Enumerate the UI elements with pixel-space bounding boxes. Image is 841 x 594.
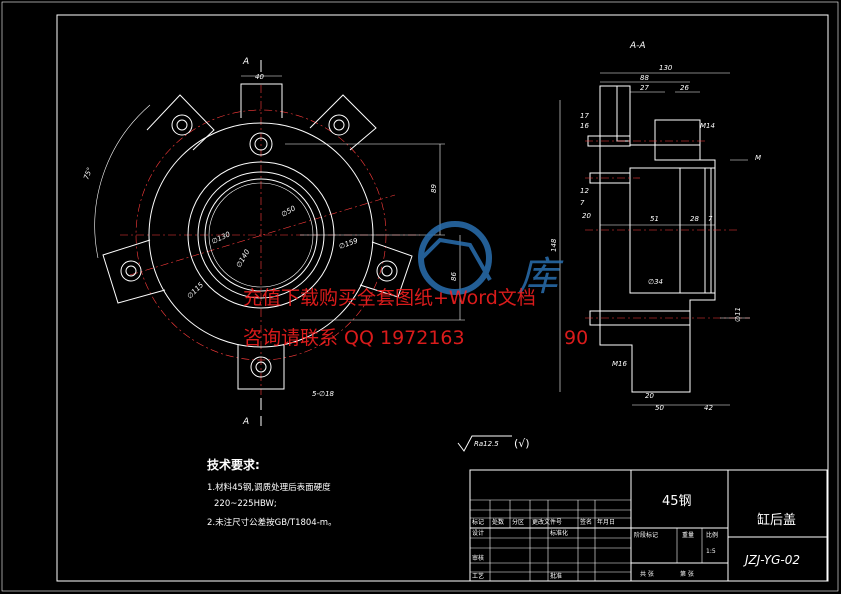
title-block-border bbox=[469, 469, 828, 582]
dim-27: 27 bbox=[640, 84, 649, 92]
dim-42: 42 bbox=[704, 404, 713, 412]
tb-drawing-number: JZJ-YG-02 bbox=[743, 553, 800, 567]
dim-angle-75: 75° bbox=[82, 166, 94, 180]
dim-m16: M16 bbox=[612, 360, 627, 368]
tech-title: 技术要求: bbox=[207, 457, 260, 472]
dim-28: 28 bbox=[690, 215, 699, 223]
section-body-hatched bbox=[599, 85, 716, 393]
dim-dia-140: ∅140 bbox=[235, 248, 252, 269]
section-upper-pocket bbox=[654, 119, 701, 161]
section-arrow-label-bottom: A bbox=[242, 417, 249, 427]
lug-right bbox=[359, 241, 413, 298]
dim-dia-159: ∅159 bbox=[338, 237, 360, 251]
tb-sheet-number: 第 张 bbox=[680, 570, 694, 578]
tb-scale-value: 1:5 bbox=[706, 548, 716, 555]
tb-sheets-total: 共 张 bbox=[640, 570, 654, 578]
section-view-a-a: A-A 130 88 27 26 17 16 bbox=[550, 41, 761, 412]
lug-upper-left bbox=[146, 94, 215, 151]
title-block: 标记 处数 分区 更改文件号 签名 年月日 设计 标准化 审核 工艺 批准 阶段… bbox=[469, 469, 828, 582]
watermark-logo: 库 bbox=[418, 221, 564, 300]
dim-m14: ∅34 bbox=[648, 278, 663, 286]
dim-88: 88 bbox=[640, 74, 649, 82]
dim-dia-50: ∅50 bbox=[280, 204, 297, 219]
dim-16: 16 bbox=[580, 122, 589, 130]
dim-17: 17 bbox=[580, 112, 589, 120]
dim-40: 40 bbox=[255, 73, 264, 81]
section-bore bbox=[679, 167, 716, 294]
surface-roughness-note: Ra12.5 (√) bbox=[457, 435, 530, 452]
top-boss-outline bbox=[240, 83, 283, 118]
tb-scale-label: 比例 bbox=[706, 531, 718, 539]
lug-left bbox=[102, 239, 166, 304]
tb-material: 45钢 bbox=[662, 494, 692, 509]
dim-20a: 20 bbox=[582, 212, 591, 220]
dim-dia-130: ∅130 bbox=[210, 230, 232, 246]
dim-89: 89 bbox=[430, 184, 438, 193]
dim-20b: 20 bbox=[645, 392, 654, 400]
tb-label-mark: 标记 bbox=[472, 518, 484, 526]
technical-requirements: 技术要求: 1.材料45钢,调质处理后表面硬度 220~225HBW; 2.未注… bbox=[207, 457, 337, 528]
dim-86: 86 bbox=[450, 272, 458, 281]
dim-7b: 7 bbox=[708, 215, 713, 223]
inner-frame-border bbox=[56, 14, 829, 582]
tb-approve: 批准 bbox=[550, 572, 562, 580]
dim-dia-34: ∅11 bbox=[734, 307, 742, 322]
roughness-value: Ra12.5 bbox=[474, 440, 499, 448]
lug-upper-right bbox=[309, 94, 377, 151]
dim-12: 12 bbox=[580, 187, 589, 195]
front-diagonal-centerline bbox=[129, 194, 396, 276]
tb-standardization: 标准化 bbox=[550, 529, 568, 537]
dim-dia-11: M14 bbox=[700, 122, 715, 130]
tb-label-change-doc: 更改文件号 bbox=[532, 518, 562, 526]
tb-label-count: 处数 bbox=[492, 518, 504, 526]
dim-5-holes-18: 5-∅18 bbox=[312, 390, 335, 398]
top-port-hole bbox=[249, 132, 273, 156]
watermark-line-1: 充值下载购买全套图纸+Word文档 bbox=[243, 287, 536, 309]
tb-design: 设计 bbox=[472, 529, 484, 537]
dim-dia-115: ∅115 bbox=[186, 281, 206, 301]
logo-character: 库 bbox=[518, 254, 564, 300]
watermark-line-2-tail: 90 bbox=[564, 327, 588, 349]
dim-146: 148 bbox=[550, 238, 558, 252]
tb-label-date: 年月日 bbox=[597, 518, 615, 526]
dim-m-thread: M bbox=[755, 154, 761, 162]
dim-7a: 7 bbox=[580, 199, 585, 207]
dim-130: 130 bbox=[659, 64, 673, 72]
angle-dimension-arc bbox=[94, 104, 151, 259]
tb-part-name: 缸后盖 bbox=[757, 512, 796, 528]
watermark-line-2: 咨询请联系 QQ 1972163 bbox=[243, 327, 465, 349]
lug-bottom bbox=[237, 344, 285, 390]
dim-26: 26 bbox=[680, 84, 689, 92]
top-port-hole-inner bbox=[254, 137, 268, 151]
tb-weight: 重量 bbox=[682, 531, 694, 539]
tb-label-zone: 分区 bbox=[512, 518, 524, 526]
watermark-text: 充值下载购买全套图纸+Word文档 咨询请联系 QQ 1972163 90 bbox=[243, 287, 588, 349]
section-title: A-A bbox=[629, 41, 646, 51]
tb-stage-mark: 阶段标记 bbox=[634, 531, 658, 539]
roughness-other-note: (√) bbox=[514, 437, 530, 450]
section-bore-thread bbox=[629, 167, 681, 294]
tech-item-1-cont: 220~225HBW; bbox=[214, 499, 277, 509]
dim-51: 51 bbox=[650, 215, 659, 223]
tb-review: 审核 bbox=[472, 554, 484, 562]
dim-50: 50 bbox=[655, 404, 664, 412]
front-view: 40 ∅50 ∅130 ∅159 ∅140 ∅115 89 86 5-∅18 7… bbox=[82, 57, 465, 427]
section-upper-port bbox=[616, 85, 631, 142]
tb-label-sign: 签名 bbox=[580, 518, 592, 526]
tb-process: 工艺 bbox=[472, 572, 484, 580]
section-arrow-label-top: A bbox=[242, 57, 249, 67]
tech-item-2: 2.未注尺寸公差按GB/T1804-m。 bbox=[207, 517, 337, 528]
tech-item-1: 1.材料45钢,调质处理后表面硬度 bbox=[207, 482, 331, 493]
